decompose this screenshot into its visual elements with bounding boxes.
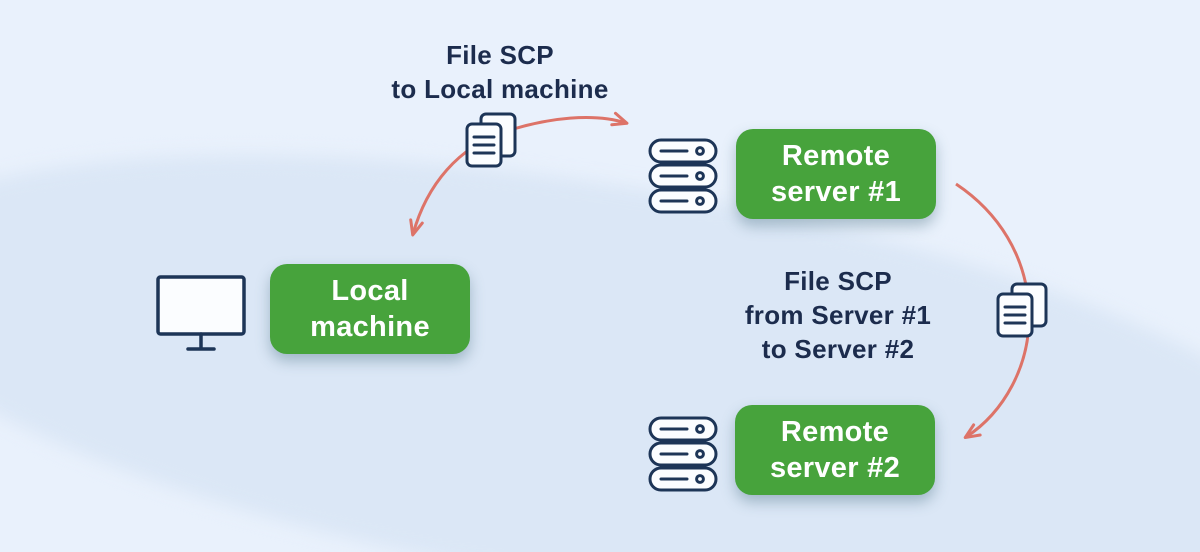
top-transfer-label: File SCP to Local machine: [330, 38, 670, 106]
monitor-icon: [156, 275, 246, 351]
top-transfer-label-line-2: to Local machine: [391, 74, 609, 104]
node-remote-server-1-label-line-1: Remote: [781, 140, 891, 172]
file-copy-icon: [996, 282, 1048, 338]
middle-transfer-label: File SCP from Server #1 to Server #2: [688, 264, 988, 366]
server-stack-icon: [648, 138, 718, 214]
node-local-machine: Local machine: [270, 264, 470, 354]
node-local-machine-label-line-1: Local: [331, 275, 409, 307]
middle-transfer-label-line-3: to Server #2: [761, 334, 915, 364]
file-copy-icon: [465, 112, 517, 168]
node-remote-server-2-label-line-1: Remote: [780, 416, 890, 448]
middle-transfer-label-line-1: File SCP: [784, 266, 892, 296]
middle-transfer-label-line-2: from Server #1: [744, 300, 932, 330]
node-remote-server-1: Remote server #1: [736, 129, 936, 219]
node-remote-server-2: Remote server #2: [735, 405, 935, 495]
node-remote-server-1-label-line-2: server #1: [770, 176, 902, 208]
arrow-scp-to-local-machine: [409, 111, 629, 237]
node-local-machine-label-line-2: machine: [310, 311, 430, 343]
top-transfer-label-line-1: File SCP: [446, 40, 554, 70]
server-stack-icon: [648, 416, 718, 492]
node-remote-server-2-label-line-2: server #2: [769, 452, 901, 484]
